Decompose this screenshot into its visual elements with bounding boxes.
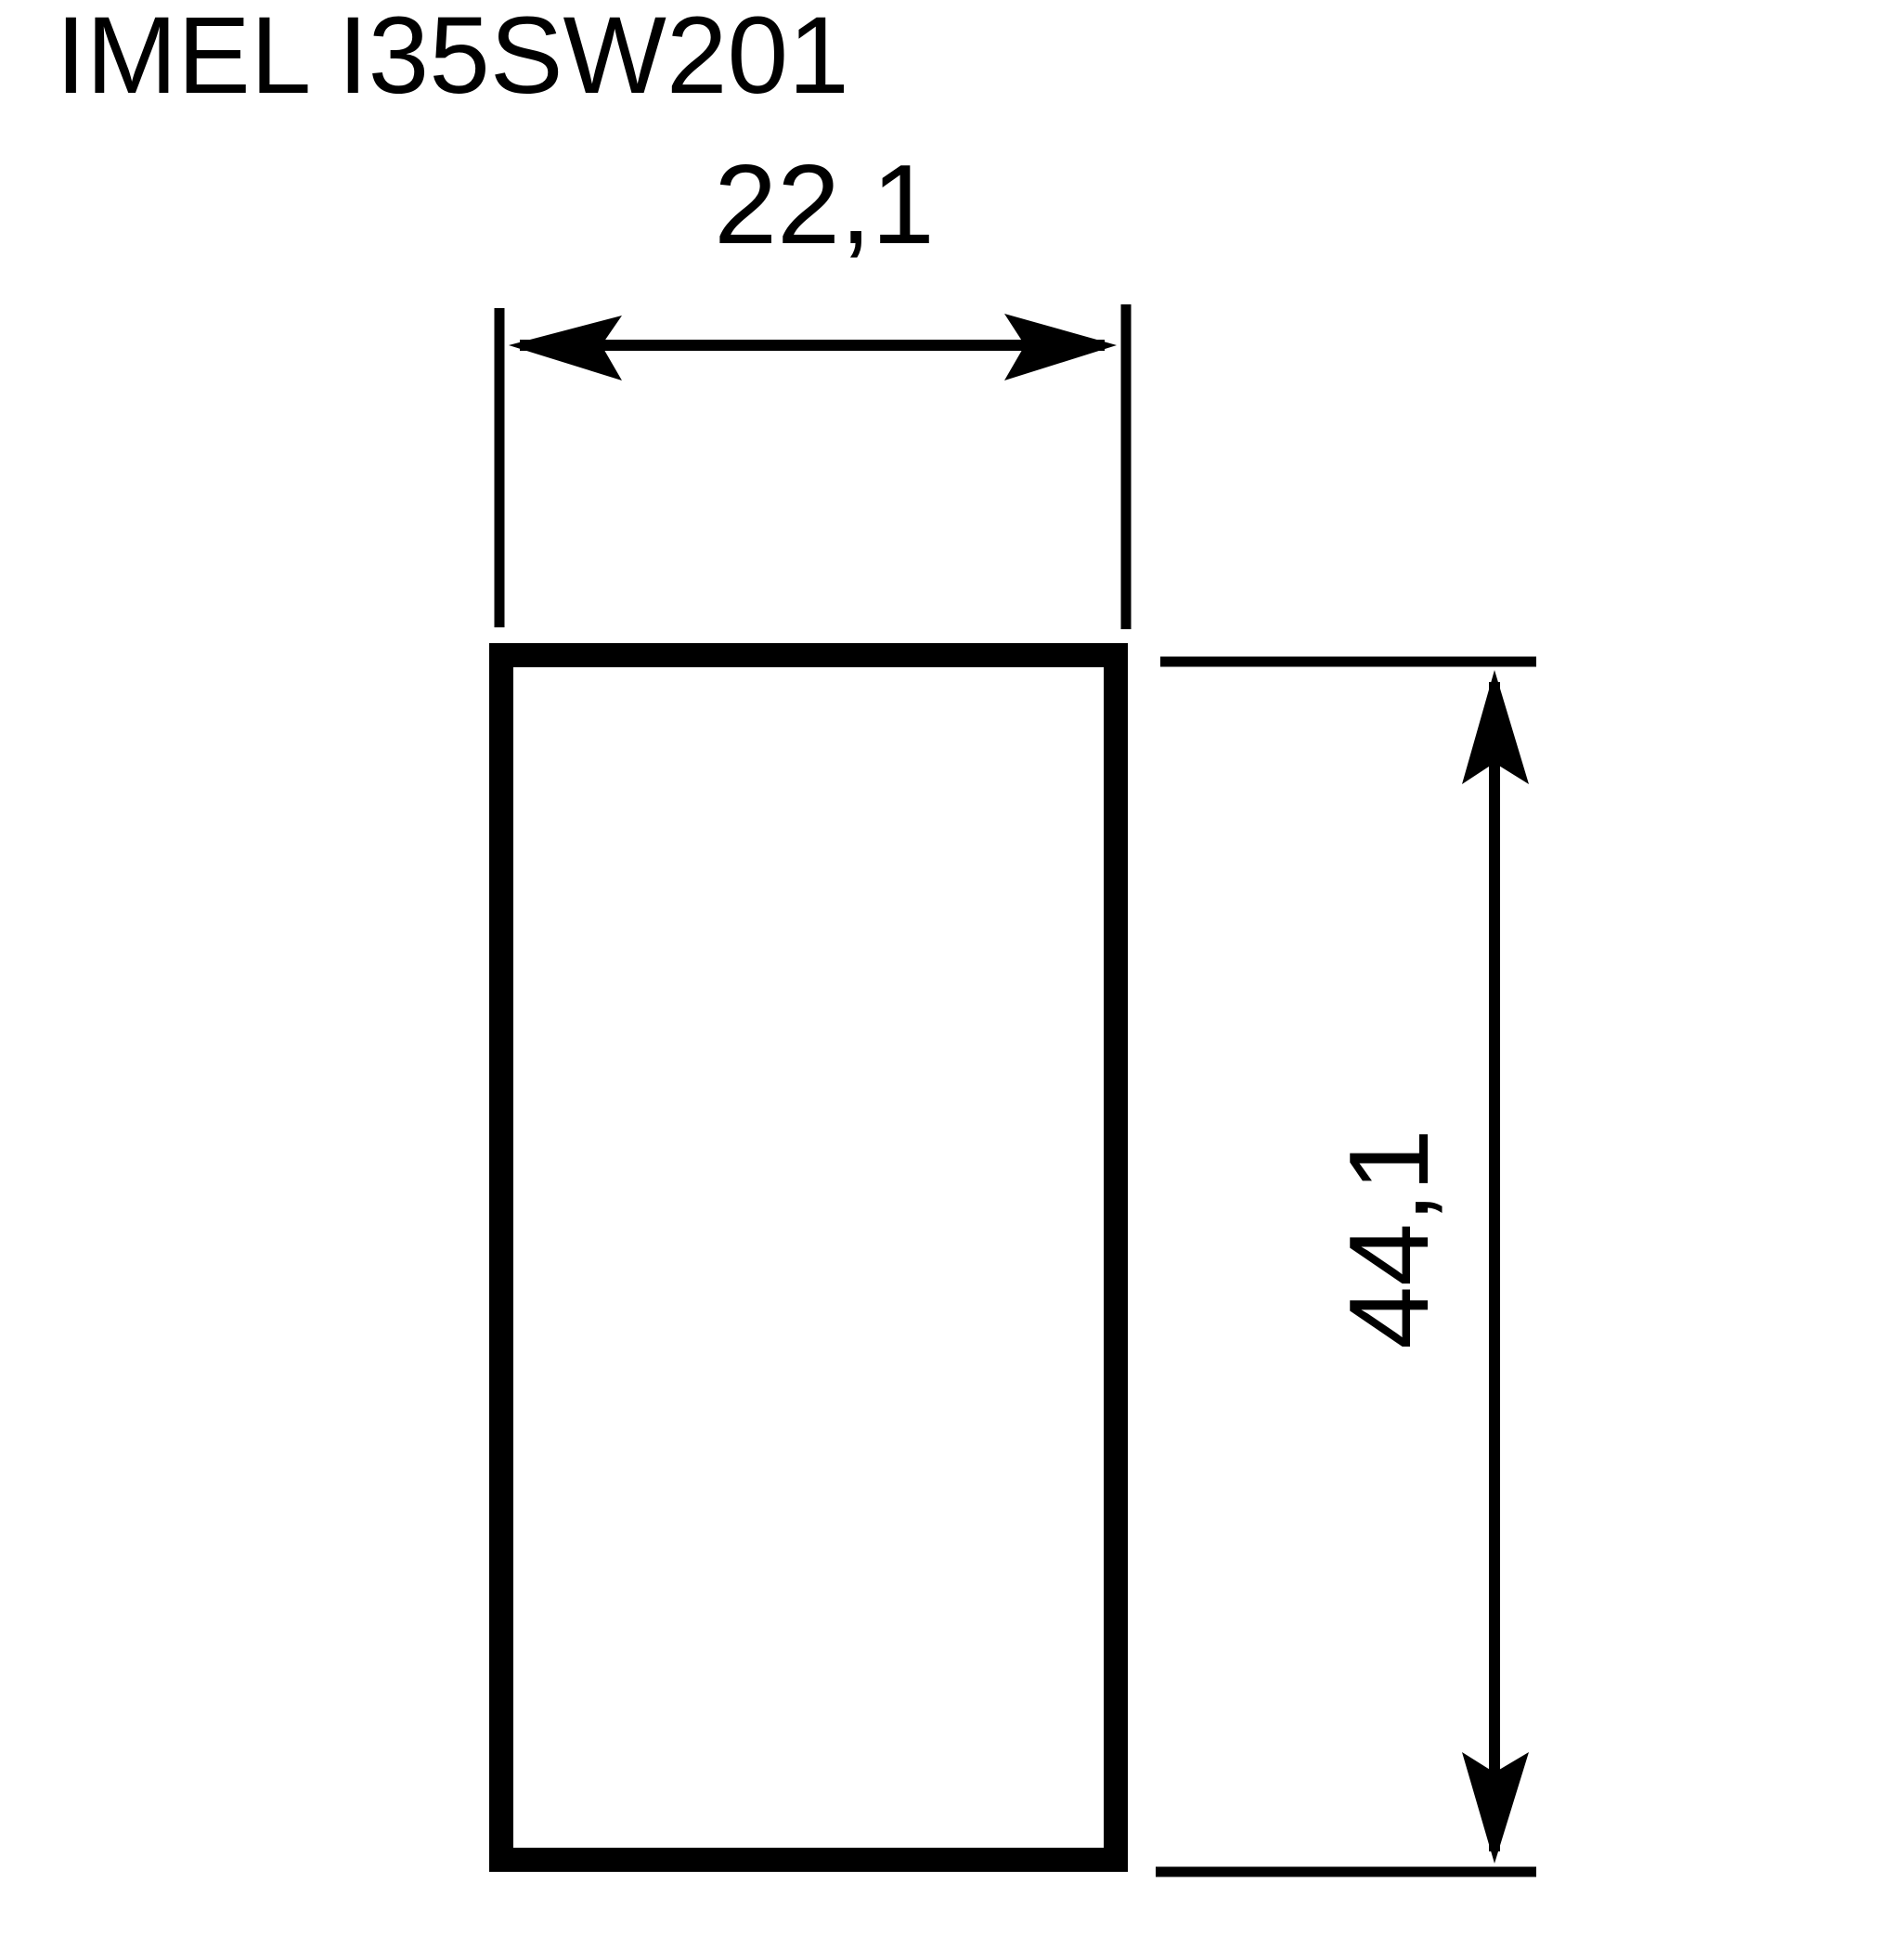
height-arrowhead-top xyxy=(1462,670,1529,784)
width-arrowhead-right xyxy=(1004,314,1117,380)
height-arrowhead-bottom xyxy=(1462,1752,1529,1863)
drawing-title: IMEL I35SW201 xyxy=(56,0,849,117)
height-dimension-label: 44,1 xyxy=(1326,1128,1452,1348)
width-arrowhead-left xyxy=(509,316,622,380)
width-dimension-label: 22,1 xyxy=(714,141,934,267)
component-outline xyxy=(489,643,1128,1872)
